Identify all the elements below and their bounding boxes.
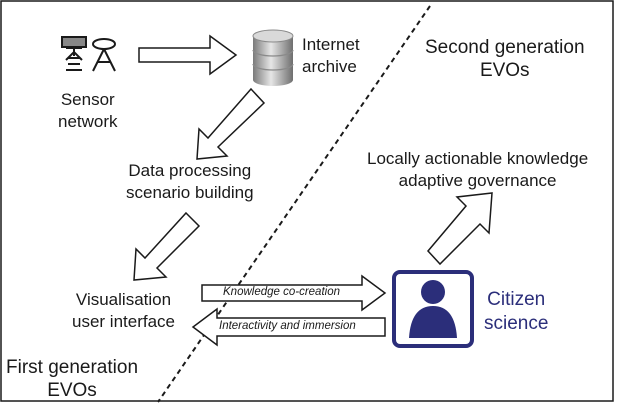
second-generation-label: Second generation EVOs: [425, 36, 585, 82]
data-processing-label: Data processing scenario building: [126, 160, 254, 204]
arrow-sensor-to-archive: [138, 34, 238, 76]
second-generation-line1: Second generation: [425, 37, 585, 58]
local-knowledge-line1: Locally actionable knowledge: [367, 149, 589, 168]
visualisation-line2: user interface: [72, 312, 175, 331]
arrow-processing-to-visualisation: [133, 211, 201, 281]
generation-divider: [157, 5, 431, 403]
local-knowledge-label: Locally actionable knowledge adaptive go…: [367, 148, 588, 192]
person-icon: [392, 270, 474, 348]
arrow-knowledge-cocreation: [201, 274, 387, 312]
knowledge-cocreation-label: Knowledge co-creation: [223, 286, 340, 298]
first-generation-line1: First generation: [6, 357, 139, 378]
local-knowledge-line2: adaptive governance: [398, 171, 557, 190]
citizen-science-label: Citizen science: [484, 288, 548, 336]
visualisation-label: Visualisation user interface: [72, 289, 175, 333]
arrow-interactivity: [191, 307, 386, 347]
data-processing-line1: Data processing: [128, 161, 252, 180]
sensor-network-line1: Sensor: [60, 90, 115, 109]
first-generation-label: First generation EVOs: [6, 356, 138, 402]
visualisation-line1: Visualisation: [75, 290, 172, 309]
sensor-icon: [61, 36, 87, 71]
interactivity-label: Interactivity and immersion: [219, 320, 356, 332]
first-generation-line2: EVOs: [47, 380, 97, 401]
internet-archive-label: Internet archive: [302, 34, 360, 78]
internet-archive-line2: archive: [302, 57, 357, 76]
satellite-dish-icon: [92, 38, 116, 72]
citizen-science-line2: science: [484, 313, 549, 334]
database-icon: [252, 29, 294, 86]
data-processing-line2: scenario building: [126, 183, 254, 202]
sensor-network-line2: network: [58, 112, 118, 131]
internet-archive-line1: Internet: [302, 35, 360, 54]
sensor-network-label: Sensor network: [58, 89, 118, 133]
arrow-citizen-to-knowledge: [426, 192, 493, 266]
second-generation-line2: EVOs: [479, 60, 530, 81]
citizen-science-line1: Citizen: [487, 289, 546, 310]
arrow-archive-to-processing: [196, 87, 266, 160]
